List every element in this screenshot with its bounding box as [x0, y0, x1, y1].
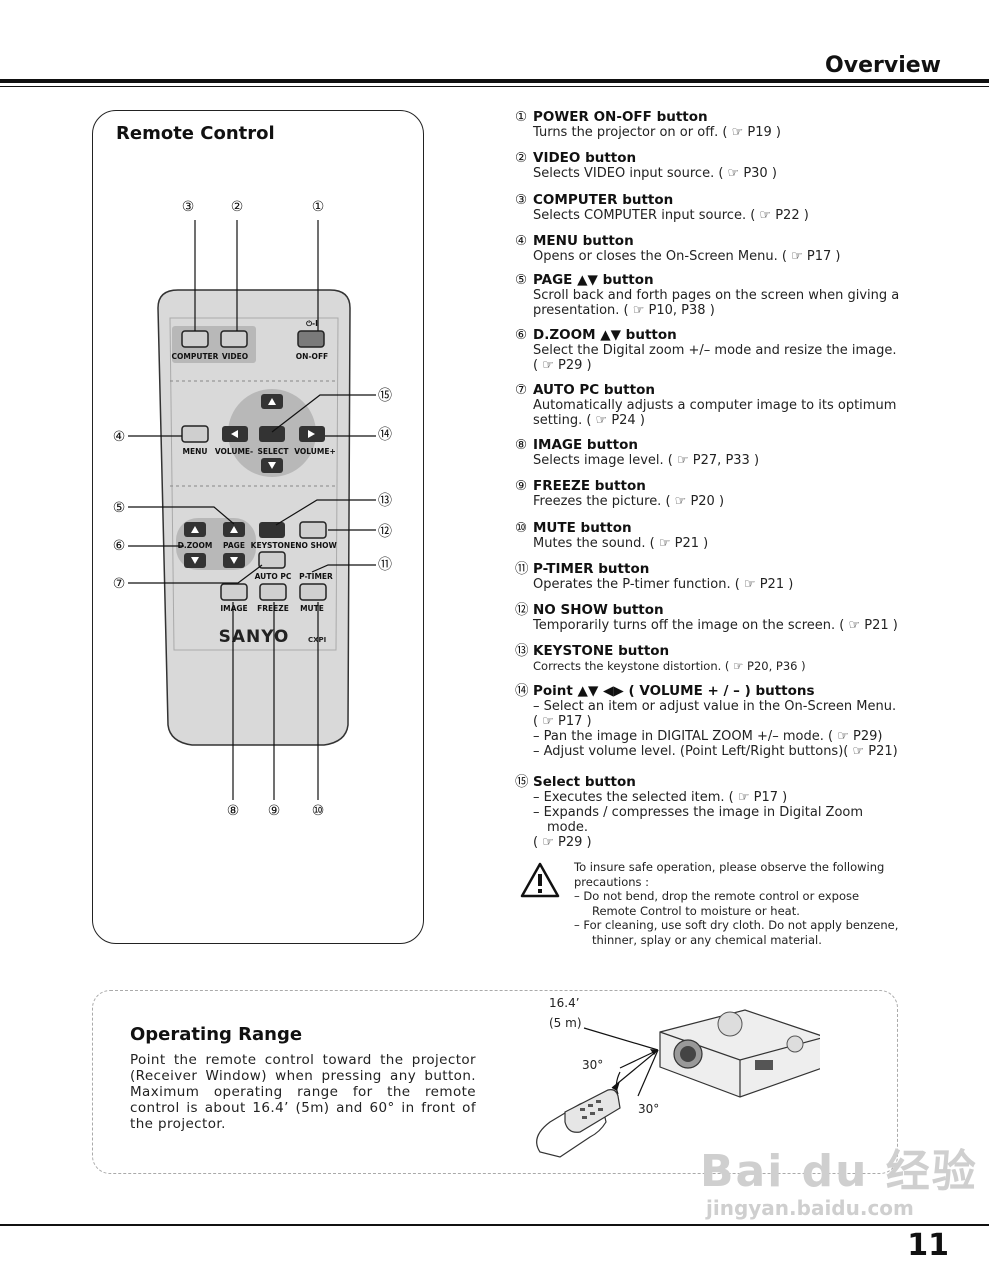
volume-minus-label: VOLUME- [215, 447, 253, 456]
menu-button[interactable] [181, 425, 209, 443]
warning-intro: To insure safe operation, please observe… [574, 860, 885, 889]
freeze-label: FREEZE [257, 604, 289, 613]
warning-icon [520, 862, 560, 898]
mute-label: MUTE [300, 604, 324, 613]
callout-9: ⑨ [268, 803, 281, 819]
freeze-button[interactable] [259, 583, 287, 601]
p-timer-label: P-TIMER [299, 572, 333, 581]
callout-7: ⑦ [113, 576, 126, 592]
watermark-logo: Bai du 经验 [700, 1146, 978, 1197]
operating-range-panel [92, 990, 898, 1174]
computer-button[interactable] [181, 330, 209, 348]
left-arrow-icon [231, 430, 238, 438]
callout-11: ⑪ [378, 557, 392, 573]
menu-label: MENU [183, 447, 208, 456]
auto-pc-button[interactable] [258, 551, 286, 569]
auto-pc-label: AUTO PC [255, 572, 292, 581]
warning-item: – Do not bend, drop the remote control o… [574, 889, 860, 918]
callout-4: ④ [113, 429, 126, 445]
volume-plus-label: VOLUME+ [294, 447, 336, 456]
distance-meters-label: (5 m) [549, 1016, 582, 1030]
right-arrow-icon [308, 430, 315, 438]
computer-label: COMPUTER [172, 352, 219, 361]
angle-upper-label: 30° [582, 1058, 604, 1072]
header-rule-thin [0, 86, 989, 87]
page-label: PAGE [223, 541, 245, 550]
distance-feet-label: 16.4’ [549, 996, 580, 1010]
model-label: CXPI [308, 636, 326, 644]
keystone-label: KEYSTONE [251, 541, 296, 550]
power-button[interactable] [297, 330, 325, 348]
no-show-label: NO SHOW [295, 541, 337, 550]
page-number: 11 [907, 1228, 949, 1263]
callout-5: ⑤ [113, 500, 126, 516]
keystone-button[interactable] [259, 522, 285, 538]
power-icon: ⏻-I [306, 319, 318, 328]
page-down-icon [230, 557, 238, 564]
callout-14: ⑭ [378, 427, 392, 443]
callout-2: ② [231, 199, 244, 215]
select-button[interactable] [259, 426, 285, 442]
header-rule [0, 79, 989, 83]
no-show-button[interactable] [299, 521, 327, 539]
page-up-icon [230, 526, 238, 533]
dzoom-up-icon [191, 526, 199, 533]
callout-1: ① [312, 199, 325, 215]
callout-6: ⑥ [113, 538, 126, 554]
callout-3: ③ [182, 199, 195, 215]
image-label: IMAGE [220, 604, 247, 613]
callout-10: ⑩ [312, 803, 325, 819]
callout-12: ⑫ [378, 524, 392, 540]
remote-control-illustration: ③ ② ① ④ ⑤ ⑥ ⑦ ⑮ ⑭ ⑬ ⑫ ⑪ ⑧ ⑨ ⑩ COMPUTER V… [113, 199, 392, 819]
callout-8: ⑧ [227, 803, 240, 819]
warning-item: – For cleaning, use soft dry cloth. Do n… [574, 918, 899, 947]
callout-15: ⑮ [378, 388, 392, 404]
dzoom-down-icon [191, 557, 199, 564]
remote-control-title: Remote Control [116, 123, 275, 144]
on-off-label: ON-OFF [296, 352, 328, 361]
page-title: Overview [825, 53, 941, 78]
video-button[interactable] [220, 330, 248, 348]
remote-control-panel [92, 110, 424, 944]
select-label: SELECT [257, 447, 289, 456]
image-button[interactable] [220, 583, 248, 601]
video-label: VIDEO [222, 352, 248, 361]
operating-range-illustration [536, 1009, 820, 1158]
operating-range-text: Point the remote control toward the proj… [130, 1052, 476, 1132]
watermark-url: jingyan.baidu.com [706, 1196, 914, 1220]
footer-rule [0, 1224, 989, 1226]
up-arrow-icon [268, 398, 276, 405]
mute-button[interactable] [299, 583, 327, 601]
callout-13: ⑬ [378, 493, 392, 509]
brand-logo: SANYO [219, 627, 290, 647]
angle-lower-label: 30° [638, 1102, 660, 1116]
down-arrow-icon [268, 462, 276, 469]
dzoom-label: D.ZOOM [178, 541, 213, 550]
operating-range-title: Operating Range [130, 1024, 303, 1045]
